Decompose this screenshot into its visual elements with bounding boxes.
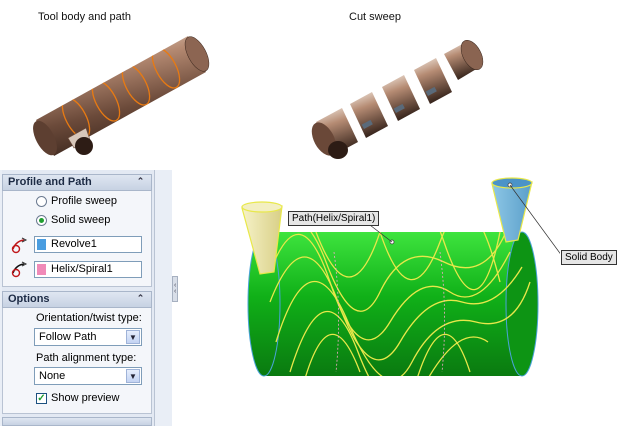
orientation-label: Orientation/twist type:: [36, 312, 142, 324]
options-body: [2, 308, 152, 414]
collapse-up-icon[interactable]: ⌃: [136, 293, 145, 303]
collapse-up-icon[interactable]: ⌃: [136, 176, 145, 186]
orientation-dropdown[interactable]: Follow Path ▼: [34, 328, 142, 346]
tool-body-icon: [11, 237, 28, 254]
options-header[interactable]: Options ⌃: [2, 291, 152, 308]
profile-sweep-label[interactable]: Profile sweep: [51, 195, 118, 207]
alignment-label: Path alignment type:: [36, 352, 137, 364]
show-preview-label[interactable]: Show preview: [51, 392, 120, 404]
caption-tool-body: Tool body and path: [38, 11, 131, 23]
solid-sweep-label[interactable]: Solid sweep: [51, 214, 111, 226]
tool-body-illustration: [33, 36, 210, 156]
profile-path-header[interactable]: Profile and Path ⌃: [2, 174, 152, 191]
orientation-value: Follow Path: [39, 331, 97, 343]
solid-sweep-radio[interactable]: [36, 215, 47, 226]
alignment-dropdown[interactable]: None ▼: [34, 367, 142, 385]
path-callout-tag[interactable]: Path(Helix/Spiral1): [288, 211, 380, 226]
panel-splitter-handle[interactable]: ‹‹: [172, 276, 178, 302]
tool-body-selection[interactable]: Revolve1: [34, 236, 142, 253]
tool-body-swatch: [37, 239, 46, 250]
solid-body-callout-tag[interactable]: Solid Body: [561, 250, 617, 265]
alignment-value: None: [39, 370, 66, 382]
path-swatch: [37, 264, 46, 275]
caption-cut-sweep: Cut sweep: [349, 11, 401, 23]
path-icon: [11, 261, 28, 278]
profile-sweep-radio[interactable]: [36, 196, 47, 207]
tool-body-value: Revolve1: [51, 238, 97, 250]
options-title: Options: [8, 293, 50, 305]
profile-path-title: Profile and Path: [8, 176, 92, 188]
path-value: Helix/Spiral1: [51, 263, 113, 275]
property-manager: Profile and Path ⌃ Profile sweep Solid s…: [0, 170, 172, 426]
show-preview-checkbox[interactable]: ✓: [36, 393, 47, 404]
path-selection[interactable]: Helix/Spiral1: [34, 261, 142, 278]
chevron-down-icon[interactable]: ▼: [126, 330, 140, 344]
sweep-preview-viewport[interactable]: [230, 172, 560, 412]
next-group-header[interactable]: [2, 417, 152, 426]
helix-path-curves: [259, 232, 531, 376]
cut-sweep-illustration: [311, 40, 484, 159]
chevron-down-icon[interactable]: ▼: [126, 369, 140, 383]
